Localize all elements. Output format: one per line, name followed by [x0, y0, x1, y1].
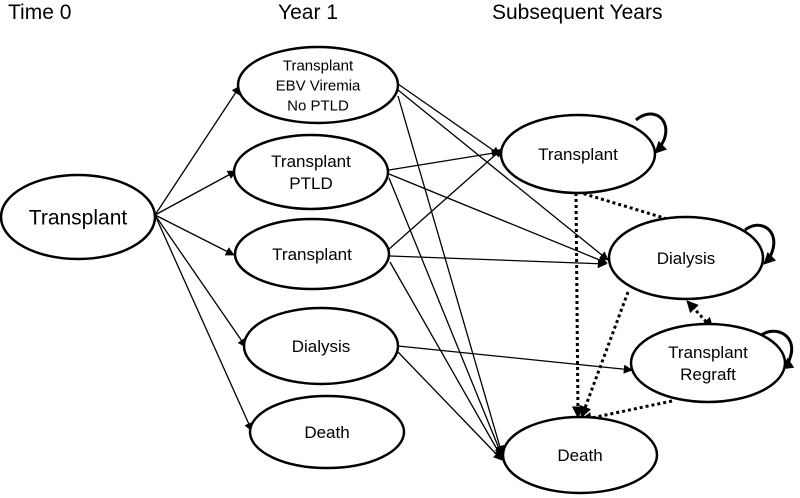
edge-ptld-to-s-dialysis [388, 173, 608, 265]
edges-time0 [154, 85, 253, 432]
node-subsequent-dialysis: Dialysis [607, 215, 765, 301]
svg-text:Transplant: Transplant [272, 245, 352, 264]
node-year1-death: Death [248, 394, 406, 470]
edge-ptld-to-s-death [388, 177, 504, 457]
edge-t0-to-transplant [154, 214, 235, 256]
node-label-line: Dialysis [292, 337, 351, 356]
node-label-line: PTLD [289, 174, 332, 193]
node-label-line: Transplant [272, 245, 352, 264]
node-label-line: Dialysis [657, 249, 716, 268]
self-loop-s-dialysis [744, 223, 777, 265]
node-label-line: No PTLD [287, 97, 349, 114]
edge-ebv-to-s-death [397, 95, 505, 455]
svg-text:Death: Death [304, 423, 349, 442]
node-label-line: Transplant [668, 343, 748, 362]
edge-s-dialysis-to-s-death [579, 291, 630, 419]
edge-transplant-to-s-dialysis [389, 255, 607, 269]
header-year-1: Year 1 [278, 1, 338, 24]
node-time0-transplant: Transplant [0, 173, 157, 261]
edges-year1 [387, 83, 633, 461]
node-label-line: Transplant [538, 145, 618, 164]
header-time-0: Time 0 [8, 1, 72, 24]
edge-t0-to-dialysis [154, 214, 247, 348]
node-label-line: EBV Viremia [276, 77, 361, 94]
svg-text:Dialysis: Dialysis [657, 249, 716, 268]
node-label-line: Death [557, 446, 602, 465]
svg-text:Death: Death [557, 446, 602, 465]
edge-t0-to-ebv [154, 85, 241, 216]
svg-text:Transplant: Transplant [538, 145, 618, 164]
node-year1-dialysis: Dialysis [242, 306, 400, 386]
self-loop-s-transplant [635, 112, 668, 154]
node-label-line: Transplant [29, 206, 128, 229]
node-label-line: Regraft [680, 365, 736, 384]
edge-transplant-to-s-death [389, 261, 503, 459]
edge-ebv-to-s-transplant [397, 83, 501, 156]
header-subsequent-years: Subsequent Years [492, 1, 663, 24]
svg-text:Transplant: Transplant [29, 206, 128, 229]
svg-text:Dialysis: Dialysis [292, 337, 351, 356]
node-year1-transplant: Transplant [233, 217, 391, 291]
edge-dialysis-to-s-death [397, 351, 503, 461]
edge-s-transplant-to-s-death [571, 192, 584, 419]
edge-ebv-to-s-dialysis [397, 89, 609, 261]
edge-transplant-to-s-transplant [387, 148, 503, 251]
node-label-line: Transplant [271, 152, 351, 171]
node-subsequent-death: Death [501, 415, 659, 495]
node-subsequent-transplant: Transplant [499, 113, 657, 195]
node-label-line: Transplant [283, 57, 354, 74]
edge-dialysis-to-s-regraft [397, 345, 633, 374]
node-label-line: Death [304, 423, 349, 442]
edge-t0-to-death [154, 214, 253, 432]
edge-ptld-to-s-transplant [388, 148, 501, 171]
edge-t0-to-ptld [154, 170, 237, 216]
